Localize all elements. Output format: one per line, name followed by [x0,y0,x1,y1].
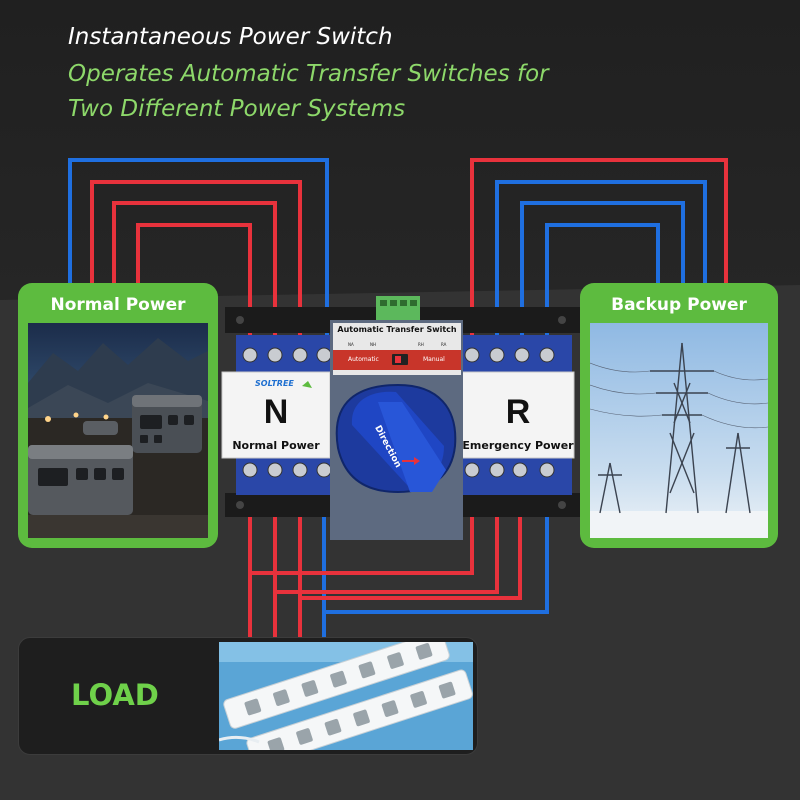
normal-module-label: Normal Power [232,439,320,452]
normal-power-panel: Normal Power [18,283,218,548]
normal-module-letter: N [263,393,289,431]
mode-manual-label: Manual [423,356,445,363]
tag-nh: NH [370,342,376,347]
load-panel: LOAD [18,637,478,755]
wire-blue-right-in-1 [495,180,707,348]
backup-power-title: Backup Power [611,295,747,315]
tag-na: NA [348,342,354,347]
page-subtitle-line2: Two Different Power Systems [68,96,406,122]
mode-automatic-label: Automatic [348,356,379,363]
emergency-module-letter: R [505,393,531,431]
power-lines-photo [590,323,768,538]
tag-ra: RA [441,342,447,347]
load-title: LOAD [71,678,159,712]
tag-rh: RH [418,342,424,347]
wire-red-left-in-2 [112,201,277,348]
wire-blue-right-in-3 [545,223,660,348]
power-strip-photo [219,642,473,750]
backup-power-panel: Backup Power [580,283,778,548]
wire-blue-left-in [68,158,329,348]
controller-title: Automatic Transfer Switch [337,325,457,334]
normal-power-title: Normal Power [50,295,186,315]
brand-logo: SOLTREE [255,379,294,388]
page-title: Instantaneous Power Switch [68,24,393,50]
power-station-photo [28,323,208,538]
wire-red-left-in-3 [136,223,252,348]
wire-red-left-in-1 [90,180,302,348]
page-subtitle-line1: Operates Automatic Transfer Switches for [68,61,549,87]
wire-blue-right-out [324,470,549,614]
emergency-module-label: Emergency Power [462,439,574,452]
wire-red-right-in [470,158,728,348]
wire-blue-right-in-2 [520,201,685,348]
